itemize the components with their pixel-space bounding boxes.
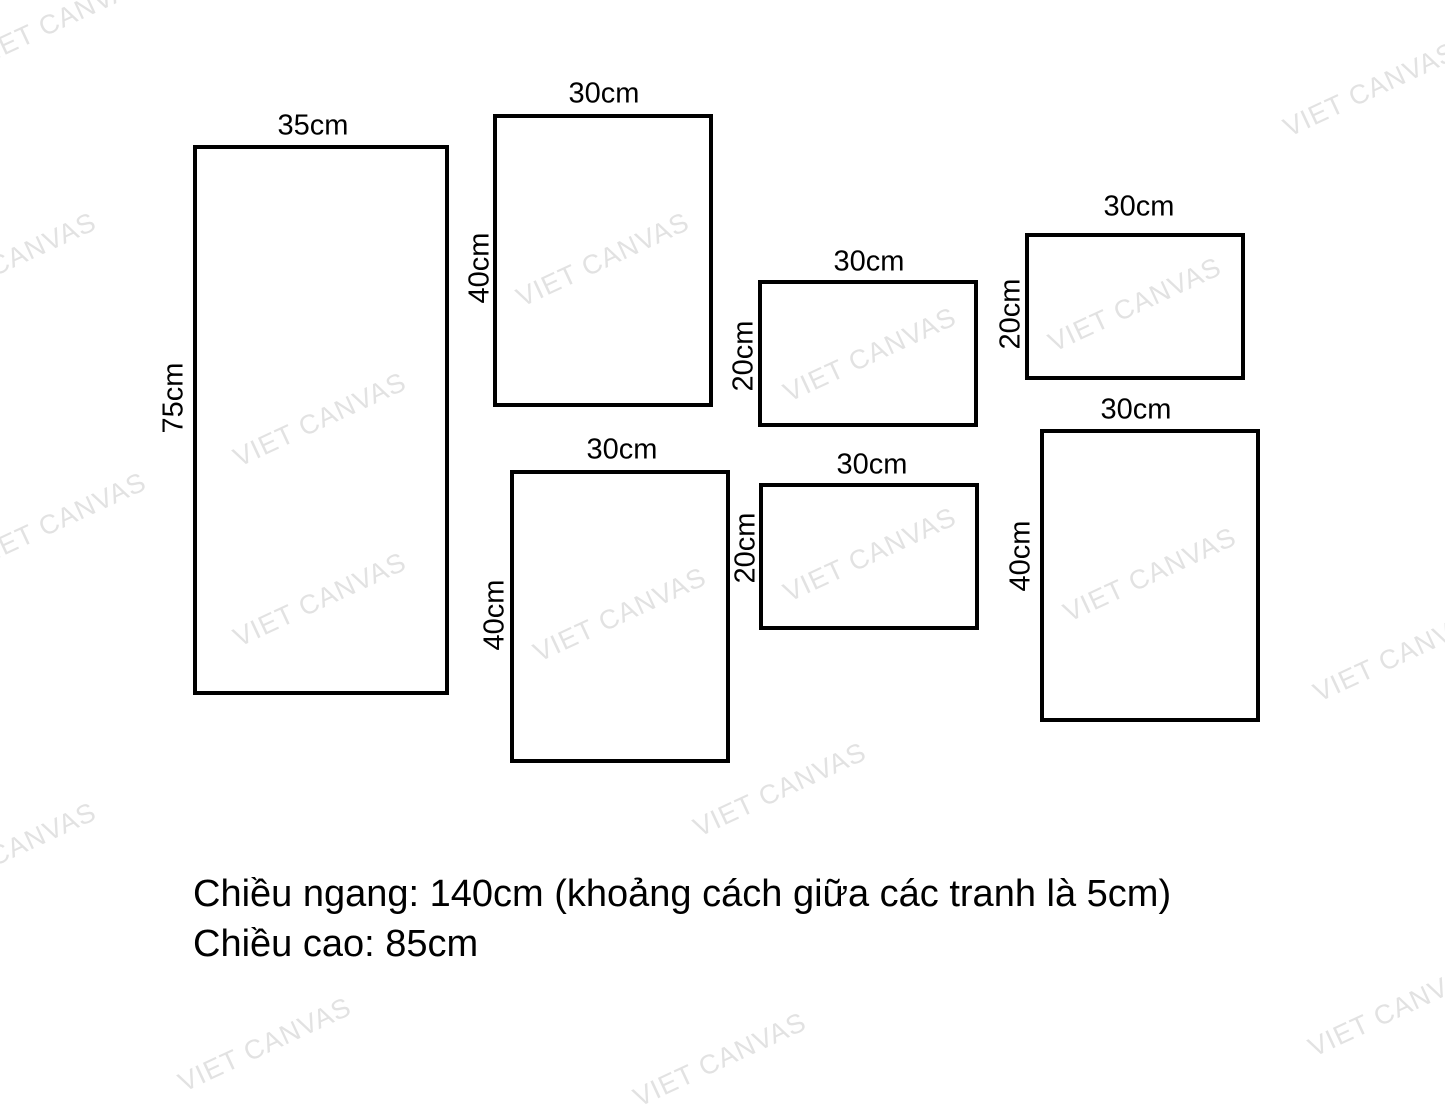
panel-5-width: 30cm: [586, 433, 658, 466]
panel-7-width: 30cm: [1100, 393, 1172, 426]
panel-3: [758, 280, 978, 427]
panel-7: [1040, 429, 1260, 722]
watermark: VIET CANVAS: [628, 1006, 811, 1113]
panel-5-height: 40cm: [478, 579, 511, 651]
watermark: VIET CANVAS: [1278, 36, 1445, 143]
panel-2: [493, 114, 713, 407]
panel-7-height: 40cm: [1004, 520, 1037, 592]
watermark: VIET CANVAS: [1303, 956, 1445, 1063]
watermark: VIET CANVAS: [0, 796, 101, 902]
panel-1-height: 75cm: [157, 362, 190, 434]
panel-4: [1025, 233, 1245, 380]
watermark: VIET CANVAS: [1308, 601, 1445, 708]
panel-6-width: 30cm: [836, 448, 908, 481]
vertical-dimension-note: Chiều cao: 85cm: [193, 923, 479, 965]
watermark: VIET CANVAS: [0, 466, 151, 573]
panel-6: [759, 483, 979, 630]
panel-4-width: 30cm: [1103, 190, 1175, 223]
panel-1: [193, 145, 449, 695]
watermark: VIET CANVAS: [173, 991, 356, 1098]
panel-3-height: 20cm: [727, 320, 760, 392]
panel-3-width: 30cm: [833, 245, 905, 278]
watermark: VIET CANVAS: [0, 206, 101, 312]
panel-2-width: 30cm: [568, 77, 640, 110]
panel-6-height: 20cm: [729, 512, 762, 584]
panel-2-height: 40cm: [463, 232, 496, 304]
panel-1-width: 35cm: [277, 109, 349, 142]
panel-4-height: 20cm: [994, 278, 1027, 350]
horizontal-dimension-note: Chiều ngang: 140cm (khoảng cách giữa các…: [193, 873, 1172, 915]
watermark: VIET CANVAS: [0, 0, 151, 73]
panel-5: [510, 470, 730, 763]
